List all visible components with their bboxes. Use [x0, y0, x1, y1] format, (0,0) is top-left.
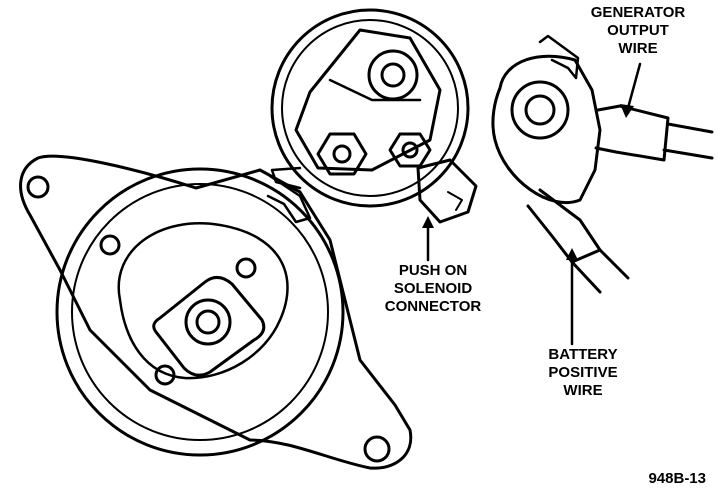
housing-bolt [99, 234, 121, 256]
field-terminal-stud [332, 144, 352, 164]
terminal-ring-inner [524, 94, 556, 126]
flange-hole-top-left [26, 175, 50, 199]
motor-housing [55, 167, 345, 457]
battery-wire-crimp [526, 188, 602, 264]
terminal-block-ridge [328, 78, 422, 102]
housing-lip [266, 174, 312, 224]
s-terminal-stud [401, 141, 419, 159]
generator-wire [666, 122, 714, 134]
cable-terminal-detail [491, 34, 714, 294]
solenoid-tab [270, 166, 302, 190]
label-line: GENERATOR [590, 4, 686, 21]
starter-motor [19, 154, 413, 470]
battery-terminal-stud [380, 62, 406, 88]
push-on-connector [416, 158, 478, 224]
generator-leader-line [626, 62, 642, 110]
label-line: POSITIVE [548, 364, 618, 381]
label-line: WIRE [563, 382, 603, 399]
push-on-connector-slot [447, 191, 463, 211]
battery-positive-wire-label: BATTERY POSITIVE WIRE [528, 346, 638, 400]
generator-output-wire-label: GENERATOR OUTPUT WIRE [568, 4, 708, 58]
battery-wire [598, 248, 630, 280]
generator-wire [662, 148, 714, 160]
figure-number: 948B-13 [648, 470, 706, 487]
label-line: BATTERY [548, 346, 618, 363]
field-terminal-nut [316, 132, 368, 176]
terminal-eyelet [491, 54, 602, 204]
label-line: CONNECTOR [384, 298, 482, 315]
mounting-flange [19, 154, 413, 470]
shaft-boss [152, 276, 266, 377]
terminal-ring-outer [510, 80, 570, 140]
label-line: WIRE [618, 40, 658, 57]
leader-lines [422, 62, 642, 346]
battery-leader-arrowhead [566, 248, 578, 260]
s-terminal-nut [388, 132, 432, 168]
motor-housing-rim [71, 183, 329, 441]
terminal-block [294, 28, 442, 172]
battery-terminal-nut [367, 49, 419, 101]
shaft-bushing-outer [184, 298, 232, 346]
push-on-solenoid-connector-label: PUSH ON SOLENOID CONNECTOR [358, 262, 508, 316]
generator-wire-crimp [594, 104, 670, 162]
generator-leader-arrowhead [620, 104, 634, 118]
battery-wire [570, 260, 602, 294]
flange-hole-bottom-right [363, 435, 391, 463]
end-cap-outline [117, 222, 289, 380]
solenoid [270, 8, 478, 224]
label-line: SOLENOID [393, 280, 473, 297]
solenoid-cap [270, 8, 470, 208]
label-line: OUTPUT [607, 22, 669, 39]
terminal-flange [538, 34, 580, 80]
label-line: PUSH ON [398, 262, 468, 279]
solenoid-cap-rim [281, 19, 459, 197]
connector-leader-arrowhead [422, 216, 434, 228]
housing-bolt [235, 257, 257, 279]
shaft-bushing-inner [195, 309, 221, 335]
